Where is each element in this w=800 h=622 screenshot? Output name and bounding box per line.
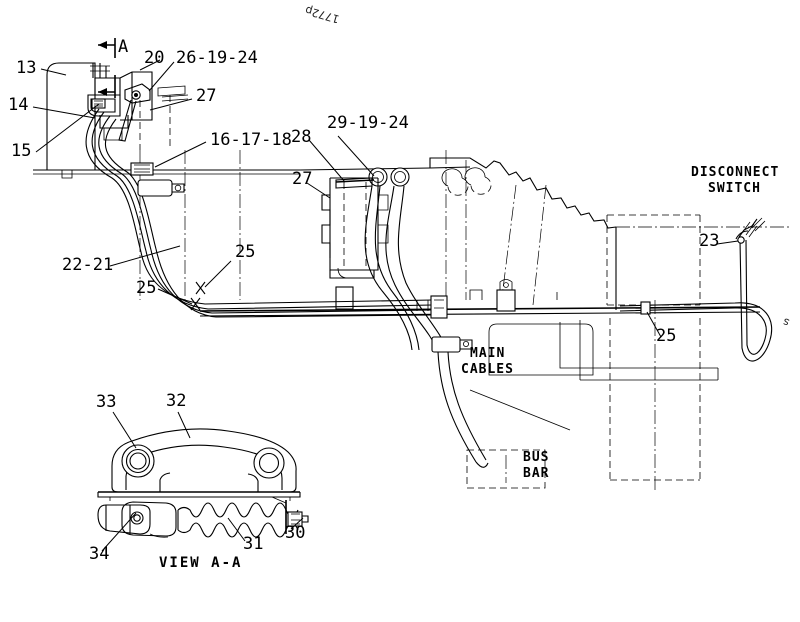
cable-clamp-main bbox=[431, 336, 473, 353]
view-a-a-title: VIEW A-A bbox=[159, 555, 242, 571]
callout-15: 15 bbox=[11, 141, 31, 161]
main-cables-line2: CABLES bbox=[461, 362, 514, 377]
battery-box-28 bbox=[321, 177, 389, 279]
terminal-clamp-upper bbox=[124, 83, 151, 104]
callout-28: 28 bbox=[291, 127, 311, 147]
disconnect-switch-line1: DISCONNECT bbox=[691, 165, 779, 180]
rail-bracket-left bbox=[335, 286, 354, 310]
terminal-clamp-lower bbox=[91, 98, 106, 109]
callout-22-21: 22-21 bbox=[62, 255, 113, 275]
right-edge-text-value: s bbox=[781, 315, 791, 329]
leader-lines bbox=[32, 59, 739, 338]
callout-27-upper: 27 bbox=[196, 86, 216, 106]
main-cables-line1: MAIN bbox=[470, 346, 505, 361]
grommet-right bbox=[390, 167, 410, 187]
cable-lug-pair bbox=[430, 295, 448, 319]
callout-16-17-18: 16-17-18 bbox=[210, 130, 292, 150]
callout-25-b: 25 bbox=[136, 278, 156, 298]
bus-bar-box bbox=[466, 449, 546, 489]
tie-mark-25b bbox=[190, 297, 201, 311]
view-a-a-detail: 33 32 34 31 30 VIEW A-A bbox=[89, 391, 309, 571]
machine-frame bbox=[33, 62, 790, 490]
right-edge-text: s bbox=[781, 315, 791, 329]
callout-31: 31 bbox=[243, 534, 263, 554]
callout-27-lower: 27 bbox=[292, 169, 312, 189]
cable-harness bbox=[85, 108, 489, 468]
callout-29-19-24: 29-19-24 bbox=[327, 113, 409, 133]
disconnect-switch-line2: SWITCH bbox=[708, 181, 761, 196]
main-view-callouts: 13 14 15 20 26-19-24 27 16-17-18 28 29-1… bbox=[8, 48, 719, 346]
callout-33: 33 bbox=[96, 392, 116, 412]
tie-mark-25a bbox=[195, 281, 206, 295]
callout-14: 14 bbox=[8, 95, 28, 115]
callout-30: 30 bbox=[285, 523, 305, 543]
cable-clamp-deck bbox=[130, 162, 154, 176]
callout-20: 20 bbox=[144, 48, 164, 68]
callout-34: 34 bbox=[89, 544, 109, 564]
callout-26-19-24: 26-19-24 bbox=[176, 48, 258, 68]
eye-boss-left bbox=[121, 444, 155, 478]
bus-bar-label: BUS BAR bbox=[523, 450, 549, 481]
disconnect-terminal bbox=[735, 217, 766, 244]
callout-25-a: 25 bbox=[235, 242, 255, 262]
battery-assembly bbox=[87, 63, 189, 150]
callout-13: 13 bbox=[16, 58, 36, 78]
bus-bar-line1: BUS bbox=[523, 450, 549, 465]
hood-ports bbox=[441, 167, 492, 196]
disconnect-switch-cable bbox=[619, 217, 773, 362]
callout-23: 23 bbox=[699, 231, 719, 251]
bus-bar-line2: BAR bbox=[523, 466, 549, 481]
main-cables-label: MAIN CABLES bbox=[461, 346, 514, 377]
disconnect-switch-label: DISCONNECT SWITCH bbox=[691, 165, 779, 196]
section-letter-a: A bbox=[118, 37, 128, 57]
eye-boss-right bbox=[253, 447, 285, 479]
rail-bracket-mid bbox=[496, 279, 516, 312]
cable-tie-25c bbox=[640, 301, 651, 315]
section-arrow-a: A bbox=[98, 37, 128, 98]
callout-25-c: 25 bbox=[656, 326, 676, 346]
cable-clamp-upper-25 bbox=[137, 179, 185, 197]
grommet-left bbox=[368, 167, 388, 187]
callout-32: 32 bbox=[166, 391, 186, 411]
